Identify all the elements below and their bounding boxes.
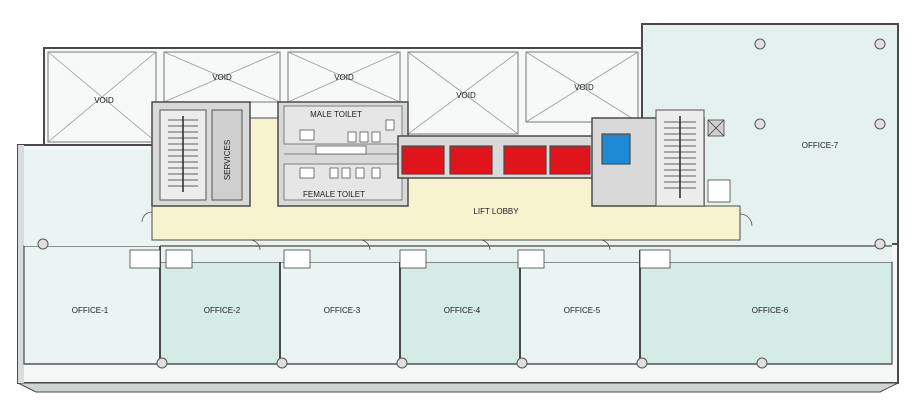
office-4-label: OFFICE-4: [444, 306, 481, 315]
left-core: SERVICES: [151, 101, 251, 207]
lift-car-2: [449, 145, 493, 175]
office-7-label: OFFICE-7: [802, 141, 839, 150]
office-3-label: OFFICE-3: [324, 306, 361, 315]
lift-car-1: [401, 145, 445, 175]
void-label-3: VOID: [334, 73, 354, 82]
office-5-label: OFFICE-5: [564, 306, 601, 315]
wc-pods: [129, 179, 731, 269]
toilet-core: MALE TOILET FEMALE TOILET: [277, 101, 409, 207]
office-2-label: OFFICE-2: [204, 306, 241, 315]
lift-bank: [397, 135, 595, 179]
services-label: SERVICES: [223, 140, 232, 180]
void-label-1: VOID: [94, 96, 114, 105]
stair-left-icon: [168, 116, 198, 192]
door-swings: [141, 211, 753, 251]
office-3-room: [279, 261, 401, 365]
void-label-4: VOID: [456, 91, 476, 100]
service-lift-car: [601, 133, 631, 165]
void-label-5: VOID: [574, 83, 594, 92]
office-1-label: OFFICE-1: [72, 306, 109, 315]
office-4-room: [399, 261, 521, 365]
lift-car-3: [503, 145, 547, 175]
lift-lobby-label: LIFT LOBBY: [473, 207, 519, 216]
toilet-fixtures-icon: [299, 119, 395, 179]
office-2-room: [159, 261, 281, 365]
male-toilet-label: MALE TOILET: [310, 110, 362, 119]
office-labels: OFFICE-1 OFFICE-2 OFFICE-3 OFFICE-4 OFFI…: [72, 141, 839, 315]
office-6-label: OFFICE-6: [752, 306, 789, 315]
right-core: [591, 109, 725, 207]
stair-right-icon: [664, 116, 696, 198]
lift-car-4: [549, 145, 591, 175]
office-6-room: [639, 261, 893, 365]
structural-columns: [37, 38, 886, 369]
female-toilet-label: FEMALE TOILET: [303, 190, 365, 199]
void-label-2: VOID: [212, 73, 232, 82]
